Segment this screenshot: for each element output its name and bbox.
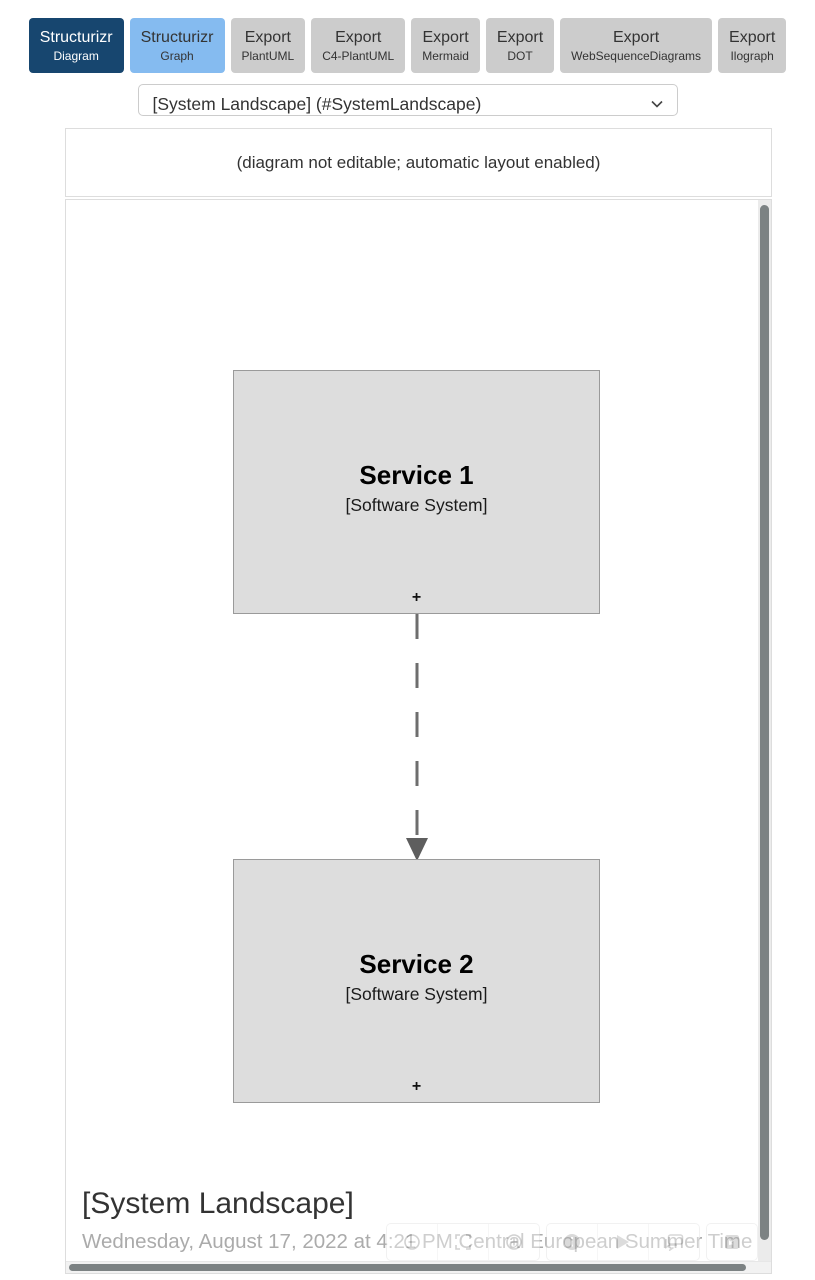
diagram-timestamp: Wednesday, August 17, 2022 at 4:21 PM Ce…	[82, 1230, 752, 1253]
presentation-button[interactable]	[597, 1224, 648, 1260]
info-button[interactable]	[547, 1224, 597, 1260]
export-websequencediagrams-button[interactable]: Export WebSequenceDiagrams	[560, 18, 713, 73]
button-sublabel: Mermaid	[422, 49, 469, 63]
zoom-in-icon	[505, 1233, 523, 1251]
diagram-footer: [System Landscape] Wednesday, August 17,…	[82, 1184, 752, 1254]
export-c4plantuml-button[interactable]: Export C4-PlantUML	[311, 18, 406, 73]
button-label: Export	[422, 29, 469, 46]
export-dot-button[interactable]: Export DOT	[485, 18, 555, 73]
diagram-notice: (diagram not editable; automatic layout …	[236, 152, 601, 172]
horizontal-scrollbar-thumb[interactable]	[69, 1264, 746, 1271]
view-selector-value: [System Landscape] (#SystemLandscape)	[152, 94, 482, 114]
vertical-scrollbar-thumb[interactable]	[760, 205, 769, 1240]
export-toolbar: Structurizr Diagram Structurizr Graph Ex…	[0, 18, 815, 73]
presentation-icon	[614, 1233, 632, 1251]
diagram-canvas[interactable]: Service 1 [Software System] + Service 2 …	[66, 200, 771, 1273]
button-label: Structurizr	[140, 29, 214, 46]
zoom-out-icon	[403, 1233, 421, 1251]
element-service-1[interactable]: Service 1 [Software System] +	[233, 370, 600, 614]
vertical-scrollbar[interactable]	[758, 200, 771, 1261]
button-label: Export	[335, 29, 382, 46]
element-content: Service 2 [Software System]	[234, 948, 599, 1005]
relationship-arrow	[406, 614, 428, 861]
element-metatype: [Software System]	[345, 495, 488, 515]
misc-controls-group	[546, 1223, 700, 1261]
diagram-controls-toolbar	[386, 1223, 758, 1261]
zoom-out-button[interactable]	[387, 1224, 437, 1260]
button-sublabel: Ilograph	[730, 49, 774, 63]
button-sublabel: DOT	[507, 49, 533, 63]
button-label: Export	[612, 29, 660, 46]
button-label: Export	[729, 29, 776, 46]
chevron-down-icon	[650, 95, 663, 113]
diagram-notice-panel: (diagram not editable; automatic layout …	[65, 128, 772, 197]
diagram-title: [System Landscape]	[82, 1187, 354, 1220]
element-name: Service 2	[359, 949, 474, 979]
zoom-controls-group	[386, 1223, 540, 1261]
structurizr-diagram-button[interactable]: Structurizr Diagram	[28, 18, 124, 73]
button-label: Export	[244, 29, 291, 46]
zoom-fit-button[interactable]	[437, 1224, 488, 1260]
export-png-button[interactable]	[707, 1224, 757, 1260]
button-sublabel: Diagram	[53, 49, 99, 63]
export-png-icon	[723, 1233, 741, 1251]
button-sublabel: WebSequenceDiagrams	[571, 49, 702, 63]
element-content: Service 1 [Software System]	[234, 459, 599, 516]
comments-button[interactable]	[648, 1224, 699, 1260]
diagram-viewport: Service 1 [Software System] + Service 2 …	[65, 199, 772, 1274]
export-controls-group	[706, 1223, 758, 1261]
export-mermaid-button[interactable]: Export Mermaid	[411, 18, 480, 73]
info-icon	[563, 1233, 581, 1251]
comments-icon	[664, 1233, 684, 1251]
button-sublabel: C4-PlantUML	[322, 49, 395, 63]
button-label: Structurizr	[39, 29, 113, 46]
expand-element-button[interactable]: +	[411, 1078, 422, 1095]
zoom-fit-icon	[454, 1233, 472, 1251]
button-sublabel: PlantUML	[241, 49, 295, 63]
element-metatype: [Software System]	[345, 984, 488, 1004]
button-label: Export	[496, 29, 544, 46]
zoom-in-button[interactable]	[488, 1224, 539, 1260]
button-sublabel: Graph	[160, 49, 194, 63]
element-name: Service 1	[359, 460, 474, 490]
horizontal-scrollbar[interactable]	[66, 1261, 771, 1273]
export-ilograph-button[interactable]: Export Ilograph	[718, 18, 787, 73]
expand-element-button[interactable]: +	[411, 589, 422, 606]
structurizr-graph-button[interactable]: Structurizr Graph	[129, 18, 225, 73]
view-selector-dropdown[interactable]: [System Landscape] (#SystemLandscape)	[137, 84, 678, 116]
export-plantuml-button[interactable]: Export PlantUML	[230, 18, 306, 73]
element-service-2[interactable]: Service 2 [Software System] +	[233, 859, 600, 1103]
